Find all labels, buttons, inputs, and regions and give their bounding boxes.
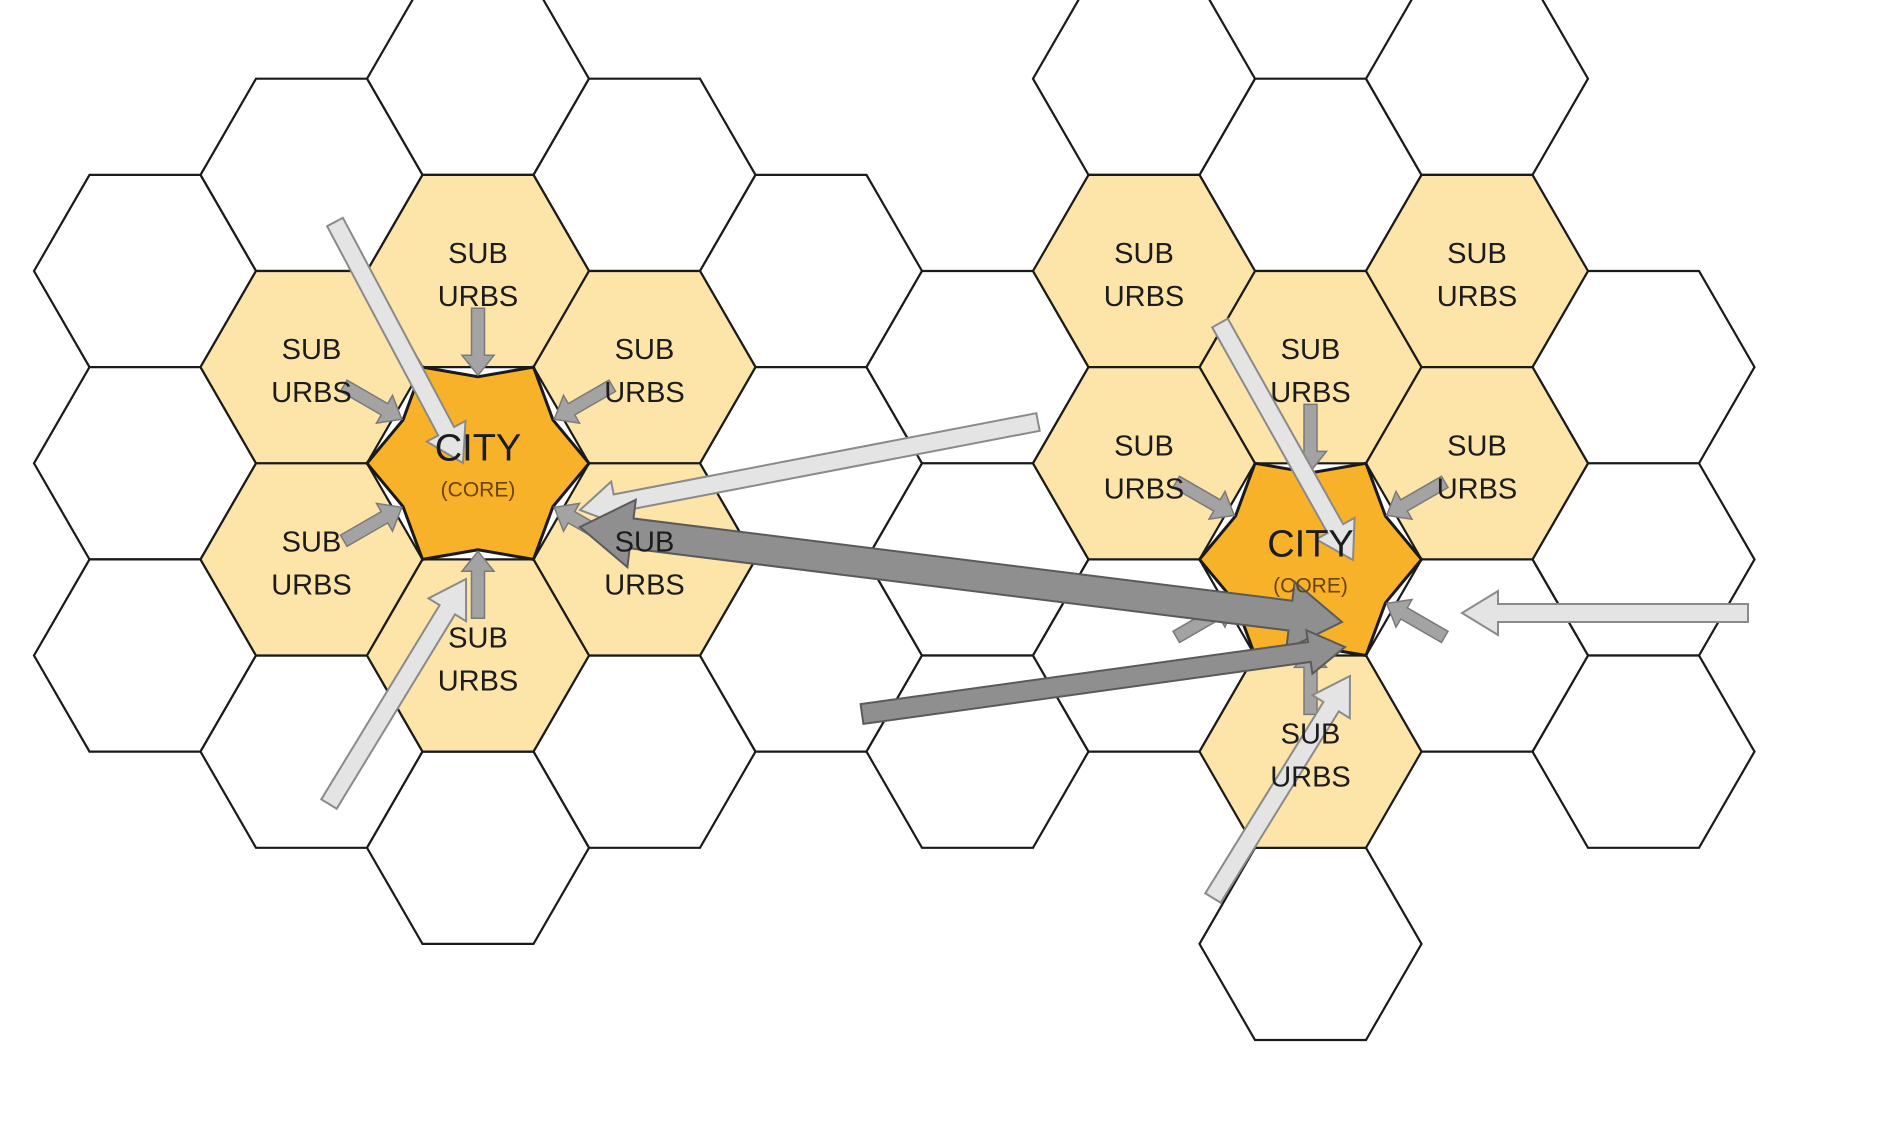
long-inward-arrow bbox=[319, 577, 468, 811]
suburb-label-bottom: URBS bbox=[271, 569, 352, 601]
suburb-label-top: SUB bbox=[1114, 430, 1174, 462]
short-inward-arrow bbox=[460, 307, 496, 377]
short-inward-arrow bbox=[1385, 475, 1450, 521]
long-inward-arrow bbox=[1460, 589, 1749, 637]
suburb-label-bottom: URBS bbox=[1437, 473, 1518, 505]
core-label: (CORE) bbox=[1273, 574, 1348, 597]
short-inward-arrow bbox=[460, 550, 496, 620]
suburb-label-bottom: URBS bbox=[438, 666, 519, 698]
suburb-label-bottom: URBS bbox=[438, 281, 519, 313]
suburb-label-bottom: URBS bbox=[271, 377, 352, 409]
short-inward-arrow bbox=[1385, 598, 1450, 644]
suburb-label-bottom: URBS bbox=[1437, 281, 1518, 313]
left-city-core bbox=[365, 365, 591, 562]
two-way-arrow-between-cities bbox=[578, 497, 1344, 652]
suburb-label-bottom: URBS bbox=[1270, 762, 1351, 794]
suburb-label-top: SUB bbox=[282, 334, 342, 366]
short-inward-arrow bbox=[339, 379, 403, 425]
suburb-label-top: SUB bbox=[1447, 238, 1507, 270]
core-label: (CORE) bbox=[441, 478, 516, 501]
long-inward-arrow bbox=[1203, 674, 1352, 905]
suburb-label-bottom: URBS bbox=[604, 569, 685, 601]
long-inward-arrow bbox=[1210, 317, 1356, 562]
suburb-label-top: SUB bbox=[448, 238, 508, 270]
city-label: CITY bbox=[1267, 523, 1354, 565]
suburb-label-bottom: URBS bbox=[604, 377, 685, 409]
suburb-label-top: SUB bbox=[282, 526, 342, 558]
suburb-label-bottom: URBS bbox=[1270, 377, 1351, 409]
suburb-label-top: SUB bbox=[1114, 238, 1174, 270]
suburb-label-top: SUB bbox=[1447, 430, 1507, 462]
short-inward-arrow bbox=[339, 502, 403, 548]
suburb-label-top: SUB bbox=[1281, 719, 1341, 751]
suburb-label-top: SUB bbox=[448, 623, 508, 655]
dark-inward-arrow bbox=[859, 628, 1347, 726]
long-inward-arrow bbox=[325, 216, 467, 465]
short-inward-arrow bbox=[553, 379, 617, 425]
suburb-label-bottom: URBS bbox=[1104, 281, 1185, 313]
suburb-label-bottom: URBS bbox=[1104, 473, 1185, 505]
suburb-label-top: SUB bbox=[615, 526, 675, 558]
suburb-label-top: SUB bbox=[615, 334, 675, 366]
short-inward-arrow bbox=[1171, 475, 1236, 521]
suburb-label-top: SUB bbox=[1281, 334, 1341, 366]
city-label: CITY bbox=[435, 427, 522, 469]
